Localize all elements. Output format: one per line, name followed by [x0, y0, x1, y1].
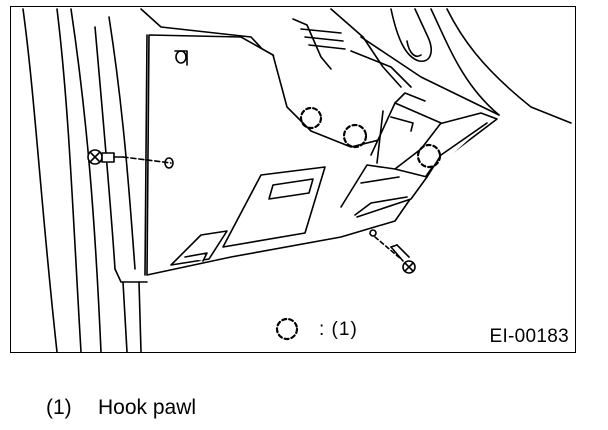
door-pillar-lines	[22, 8, 148, 352]
hook-pawl-markers	[275, 106, 442, 341]
hook-pawl-marker-3	[416, 143, 442, 169]
legend-label: : (1)	[319, 319, 358, 340]
hook-pawl-marker-1	[299, 106, 323, 130]
clip-fastener-left	[87, 149, 174, 169]
lower-cover-panel	[144, 34, 498, 276]
lower-dash-panel-illustration	[22, 8, 572, 352]
figure-frame: : (1) EI-00183	[10, 6, 576, 353]
legend-dashed-circle-icon	[275, 317, 299, 341]
figure-id: EI-00183	[489, 326, 569, 347]
mounting-hole	[174, 50, 188, 66]
screw-fastener-right	[369, 229, 416, 274]
hook-pawl-marker-2	[342, 123, 368, 149]
caption-number: (1)	[46, 396, 72, 419]
caption-label: Hook pawl	[98, 396, 197, 419]
figure-caption: (1) Hook pawl	[46, 396, 196, 420]
